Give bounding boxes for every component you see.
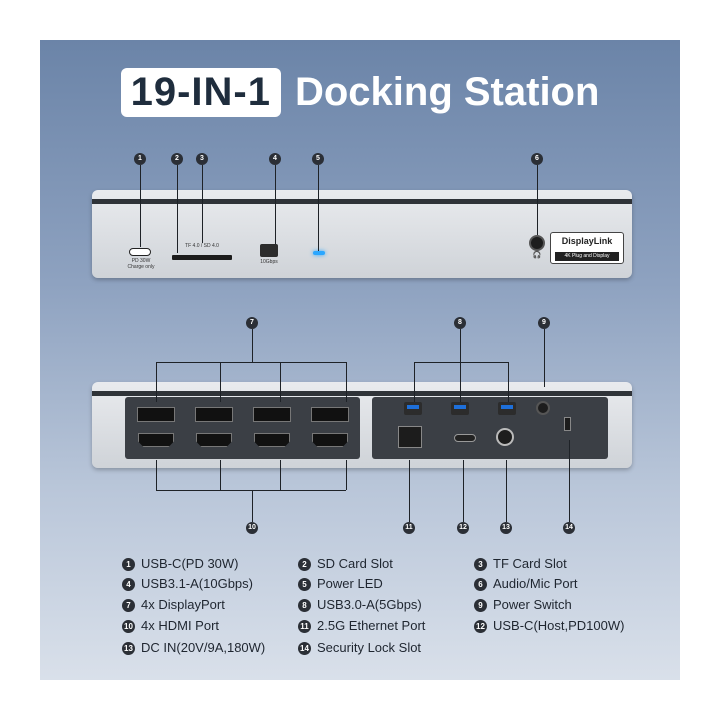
lead-8 (460, 329, 461, 362)
bracket-7 (156, 362, 346, 363)
lead-10 (252, 490, 253, 522)
usb3-port-3 (498, 402, 516, 415)
rear-io-panel (372, 397, 608, 459)
bracket-8 (414, 362, 508, 363)
lead-11 (409, 460, 410, 522)
bracket-8-a (414, 362, 415, 402)
hdmi-2 (196, 433, 232, 447)
bracket-8-c (508, 362, 509, 402)
usbc-charge-sub: Charge only (127, 264, 155, 270)
callout-5: 5 (312, 153, 324, 165)
displaylink-sub: 4K Plug and Display (555, 252, 619, 261)
displayport-3 (253, 407, 291, 422)
usb3-port-1 (404, 402, 422, 415)
security-lock-slot (564, 417, 571, 431)
lead-7 (252, 329, 253, 362)
bracket-10-d (346, 460, 347, 490)
callout-8: 8 (454, 317, 466, 329)
displayport-1 (137, 407, 175, 422)
bracket-7-b (220, 362, 221, 402)
bracket-7-d (346, 362, 347, 402)
front-top-stripe (92, 199, 632, 204)
lead-6 (537, 165, 538, 235)
title-rest: Docking Station (294, 70, 600, 114)
displaylink-badge: DisplayLink 4K Plug and Display (550, 232, 624, 264)
title-boxed: 19-IN-1 (120, 68, 281, 117)
bracket-8-b (460, 362, 461, 402)
callout-1: 1 (134, 153, 146, 165)
callout-4: 4 (269, 153, 281, 165)
callout-11: 11 (403, 522, 415, 534)
sd-tf-label: TF 4.0 / SD 4.0 (185, 243, 219, 249)
callout-12: 12 (457, 522, 469, 534)
bracket-10-a (156, 460, 157, 490)
lead-2 (177, 165, 178, 253)
usbc-charge-port (129, 248, 151, 256)
page-title: 19-IN-1 Docking Station (40, 68, 680, 117)
front-view-device: PD 30W Charge only TF 4.0 / SD 4.0 10Gbp… (92, 190, 632, 278)
lead-4 (275, 165, 276, 244)
power-led (313, 251, 325, 255)
lead-12 (463, 460, 464, 522)
bracket-7-a (156, 362, 157, 402)
callout-2: 2 (171, 153, 183, 165)
rear-video-panel (125, 397, 360, 459)
ethernet-port (398, 426, 422, 448)
sd-card-slot (172, 255, 232, 260)
usb3-port-2 (451, 402, 469, 415)
lead-3 (202, 165, 203, 243)
lead-1 (140, 165, 141, 247)
lead-5 (318, 165, 319, 251)
bracket-10-b (220, 460, 221, 490)
usbc-host-port (454, 434, 476, 442)
callout-6: 6 (531, 153, 543, 165)
displayport-2 (195, 407, 233, 422)
power-switch (536, 401, 550, 415)
bracket-7-c (280, 362, 281, 402)
callout-7: 7 (246, 317, 258, 329)
lead-9 (544, 329, 545, 387)
callout-10: 10 (246, 522, 258, 534)
audio-icon: 🎧 (532, 252, 542, 259)
callout-9: 9 (538, 317, 550, 329)
callout-13: 13 (500, 522, 512, 534)
callout-3: 3 (196, 153, 208, 165)
audio-jack (529, 235, 545, 251)
lead-13 (506, 460, 507, 522)
product-panel: 19-IN-1 Docking Station PD 30W Charge onl… (40, 40, 680, 680)
callout-14: 14 (563, 522, 575, 534)
hdmi-1 (138, 433, 174, 447)
displayport-4 (311, 407, 349, 422)
hdmi-4 (312, 433, 348, 447)
usbc-charge-label: PD 30W (131, 258, 151, 264)
usba-10gbps-port (260, 244, 278, 257)
rear-view-device (92, 382, 632, 468)
hdmi-3 (254, 433, 290, 447)
displaylink-text: DisplayLink (561, 236, 613, 246)
usba-10gbps-label: 10Gbps (260, 259, 278, 265)
lead-14 (569, 440, 570, 522)
bracket-10-c (280, 460, 281, 490)
dc-in-port (496, 428, 514, 446)
rear-top-stripe (92, 391, 632, 396)
bracket-10 (156, 490, 346, 491)
